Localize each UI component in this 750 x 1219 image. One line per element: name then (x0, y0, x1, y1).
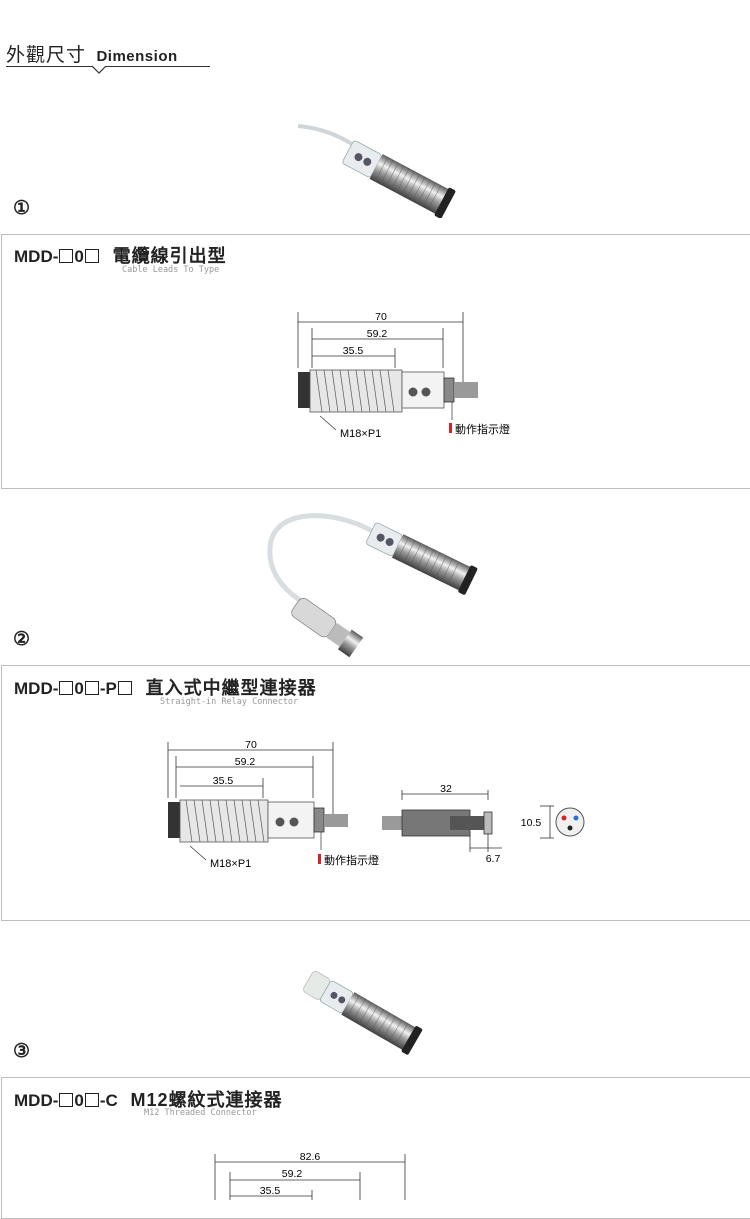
header-underline (6, 66, 210, 67)
model-mid: 0 (74, 247, 84, 266)
section-header: 外觀尺寸 Dimension (6, 40, 178, 67)
placeholder-box-icon (59, 249, 74, 263)
connector-tip: 6.7 (486, 853, 501, 865)
connector-pin-face-icon (555, 807, 585, 837)
indicator-label: 動作指示燈 (324, 853, 379, 867)
dim-total: 82.6 (300, 1151, 321, 1163)
dim-thread: 35.5 (213, 775, 234, 787)
model-title-en: Cable Leads To Type (122, 265, 220, 275)
product-photo-cable (297, 124, 456, 218)
dimension-drawing-1: 70 59.2 35.5 M18×P1 動作指示燈 (297, 311, 510, 440)
indicator-label: 動作指示燈 (455, 422, 510, 436)
indicator-led-icon (318, 854, 321, 864)
dim-total: 70 (245, 739, 257, 751)
dim-body: 59.2 (367, 328, 388, 340)
placeholder-box-icon (84, 681, 99, 695)
placeholder-box-icon (117, 681, 132, 695)
header-notch-icon (92, 65, 106, 74)
model-mid: 0 (74, 1091, 84, 1110)
section-1-panel (1, 234, 750, 489)
connector-length: 32 (440, 783, 452, 795)
model-suffix: -C (99, 1091, 118, 1110)
section-2-panel (1, 665, 750, 921)
placeholder-box-icon (59, 681, 74, 695)
model-suffix: -P (99, 679, 117, 698)
product-photo-m12-connector (303, 971, 423, 1055)
model-mid: 0 (74, 679, 84, 698)
dim-total: 70 (375, 311, 387, 323)
section-number-2: ② (13, 629, 31, 650)
placeholder-box-icon (84, 249, 99, 263)
model-prefix: MDD- (14, 247, 59, 266)
thread-label: M18×P1 (340, 428, 381, 440)
model-title-en: Straight-in Relay Connector (160, 697, 299, 707)
connector-diameter: 10.5 (521, 817, 542, 829)
model-title-en: M12 Threaded Connector (144, 1108, 257, 1118)
thread-label: M18×P1 (210, 858, 251, 870)
model-title-zh: M12螺紋式連接器 (130, 1090, 283, 1110)
dimension-drawing-2: 70 59.2 35.5 M18×P1 動作指示燈 32 6.7 10.5 (167, 739, 585, 870)
dim-thread: 35.5 (260, 1185, 281, 1197)
model-prefix: MDD- (14, 1091, 59, 1110)
section-3-panel (1, 1077, 750, 1219)
product-photo-relay-connector (267, 513, 478, 658)
model-title-1: MDD- 0 電纜線引出型 (14, 242, 227, 268)
dim-body: 59.2 (282, 1168, 303, 1180)
model-title-zh: 直入式中繼型連接器 (145, 678, 317, 698)
model-title-2: MDD- 0 -P 直入式中繼型連接器 (14, 674, 317, 700)
header-title-en: Dimension (96, 48, 178, 65)
model-prefix: MDD- (14, 679, 59, 698)
dim-body: 59.2 (235, 756, 256, 768)
placeholder-box-icon (59, 1093, 74, 1107)
dim-thread: 35.5 (343, 345, 364, 357)
indicator-led-icon (449, 423, 452, 433)
header-title-zh: 外觀尺寸 (6, 45, 87, 66)
placeholder-box-icon (84, 1093, 99, 1107)
model-title-3: MDD- 0 -C M12螺紋式連接器 (14, 1086, 283, 1112)
model-title-zh: 電纜線引出型 (112, 246, 227, 266)
section-number-1: ① (13, 198, 31, 219)
dimension-drawing-3: 82.6 59.2 35.5 (214, 1151, 406, 1200)
section-number-3: ③ (13, 1041, 31, 1062)
